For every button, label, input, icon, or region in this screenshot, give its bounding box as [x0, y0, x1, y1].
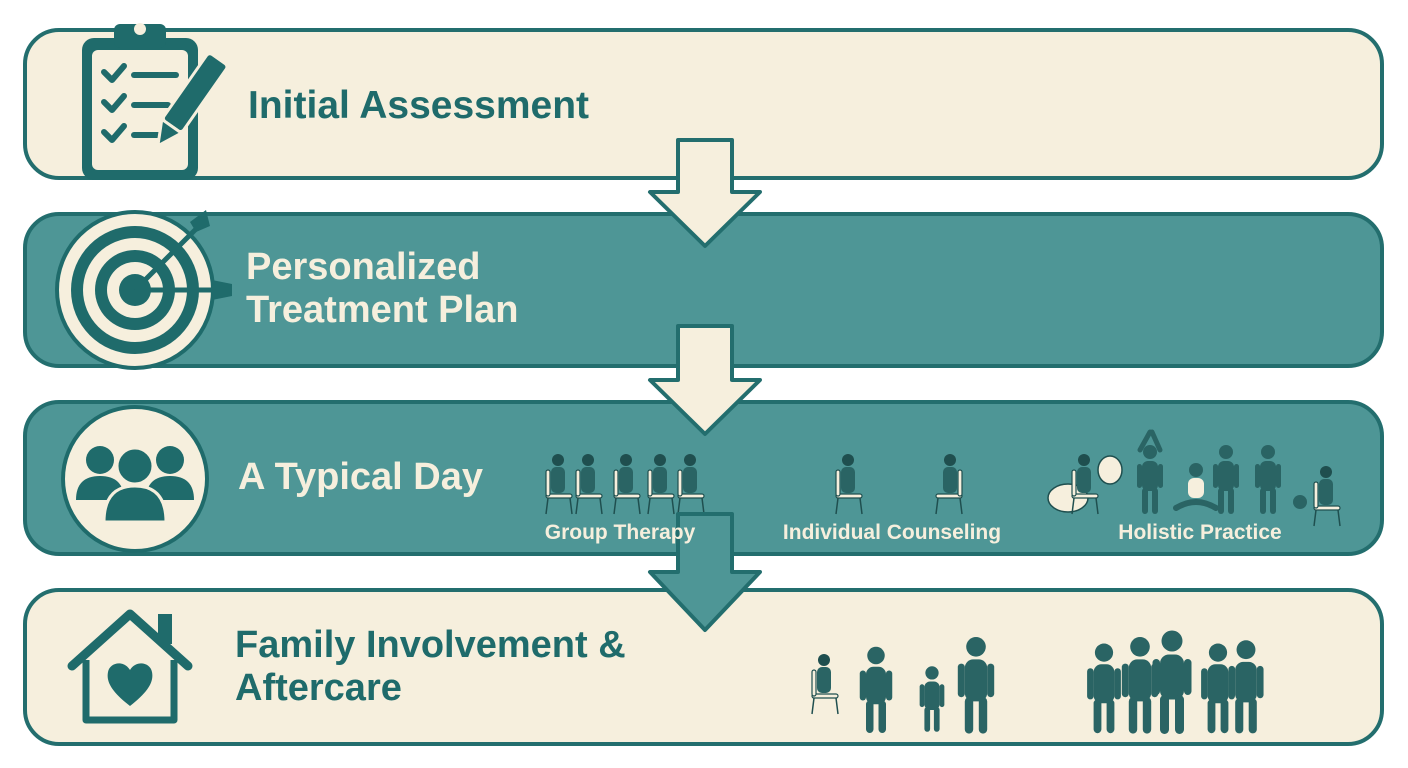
activity-label-group-therapy: Group Therapy — [544, 521, 696, 544]
connector-arrow-2 — [648, 324, 762, 436]
step-title-typical-day: A Typical Day — [238, 456, 483, 498]
connector-arrow-3 — [648, 512, 762, 632]
step-title-family-aftercare: Family Involvement & Aftercare — [235, 624, 626, 709]
group-people-icon — [61, 405, 209, 553]
house-heart-icon — [67, 609, 193, 724]
step-initial-assessment — [23, 23, 1384, 180]
connector-arrow-1 — [648, 138, 762, 248]
clipboard-checklist-icon — [82, 23, 229, 180]
target-arrow-icon — [55, 210, 232, 370]
step-family-aftercare — [23, 588, 1384, 746]
step-title-initial-assessment: Initial Assessment — [248, 84, 590, 127]
activity-label-individual-counseling: Individual Counseling — [782, 521, 1002, 544]
step-title-treatment-plan: Personalized Treatment Plan — [246, 246, 519, 331]
holistic-practice-icon — [1047, 429, 1344, 526]
activity-label-holistic-practice: Holistic Practice — [1118, 521, 1282, 544]
step-typical-day — [23, 400, 1384, 556]
